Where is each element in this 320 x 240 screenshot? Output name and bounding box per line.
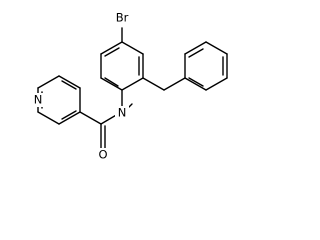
bond-double-inner bbox=[188, 48, 204, 58]
label-background bbox=[96, 148, 110, 162]
atom-labels: Br N N O bbox=[31, 11, 134, 162]
bond bbox=[58, 111, 81, 125]
bromophenyl-ring bbox=[100, 27, 165, 107]
bond bbox=[205, 41, 228, 55]
bond bbox=[121, 77, 144, 91]
bond-double-inner bbox=[61, 80, 77, 90]
phenyl-ring bbox=[163, 41, 228, 91]
bond bbox=[184, 41, 207, 55]
bond bbox=[163, 77, 186, 91]
label-background bbox=[110, 11, 134, 25]
bond bbox=[37, 111, 60, 125]
bond-double-inner bbox=[104, 77, 119, 87]
bond bbox=[37, 75, 60, 89]
bond-double-inner bbox=[188, 77, 204, 87]
bond bbox=[79, 111, 102, 125]
bond bbox=[184, 77, 207, 91]
bond-double-inner bbox=[104, 47, 120, 57]
bond-double-inner bbox=[61, 110, 77, 120]
bond bbox=[205, 77, 228, 91]
bond bbox=[100, 41, 123, 55]
pyridine-nitrogen-label: N bbox=[34, 93, 43, 107]
bond bbox=[142, 77, 165, 91]
amide-oxygen-label: O bbox=[98, 148, 107, 162]
chemical-structure: Br N N O bbox=[31, 10, 228, 162]
bond bbox=[121, 41, 144, 55]
bromine-label: Br bbox=[116, 11, 129, 25]
bond bbox=[100, 77, 123, 91]
label-background bbox=[115, 106, 129, 120]
amide-nitrogen-label: N bbox=[118, 106, 127, 120]
label-background bbox=[31, 93, 45, 107]
bond bbox=[58, 75, 81, 89]
